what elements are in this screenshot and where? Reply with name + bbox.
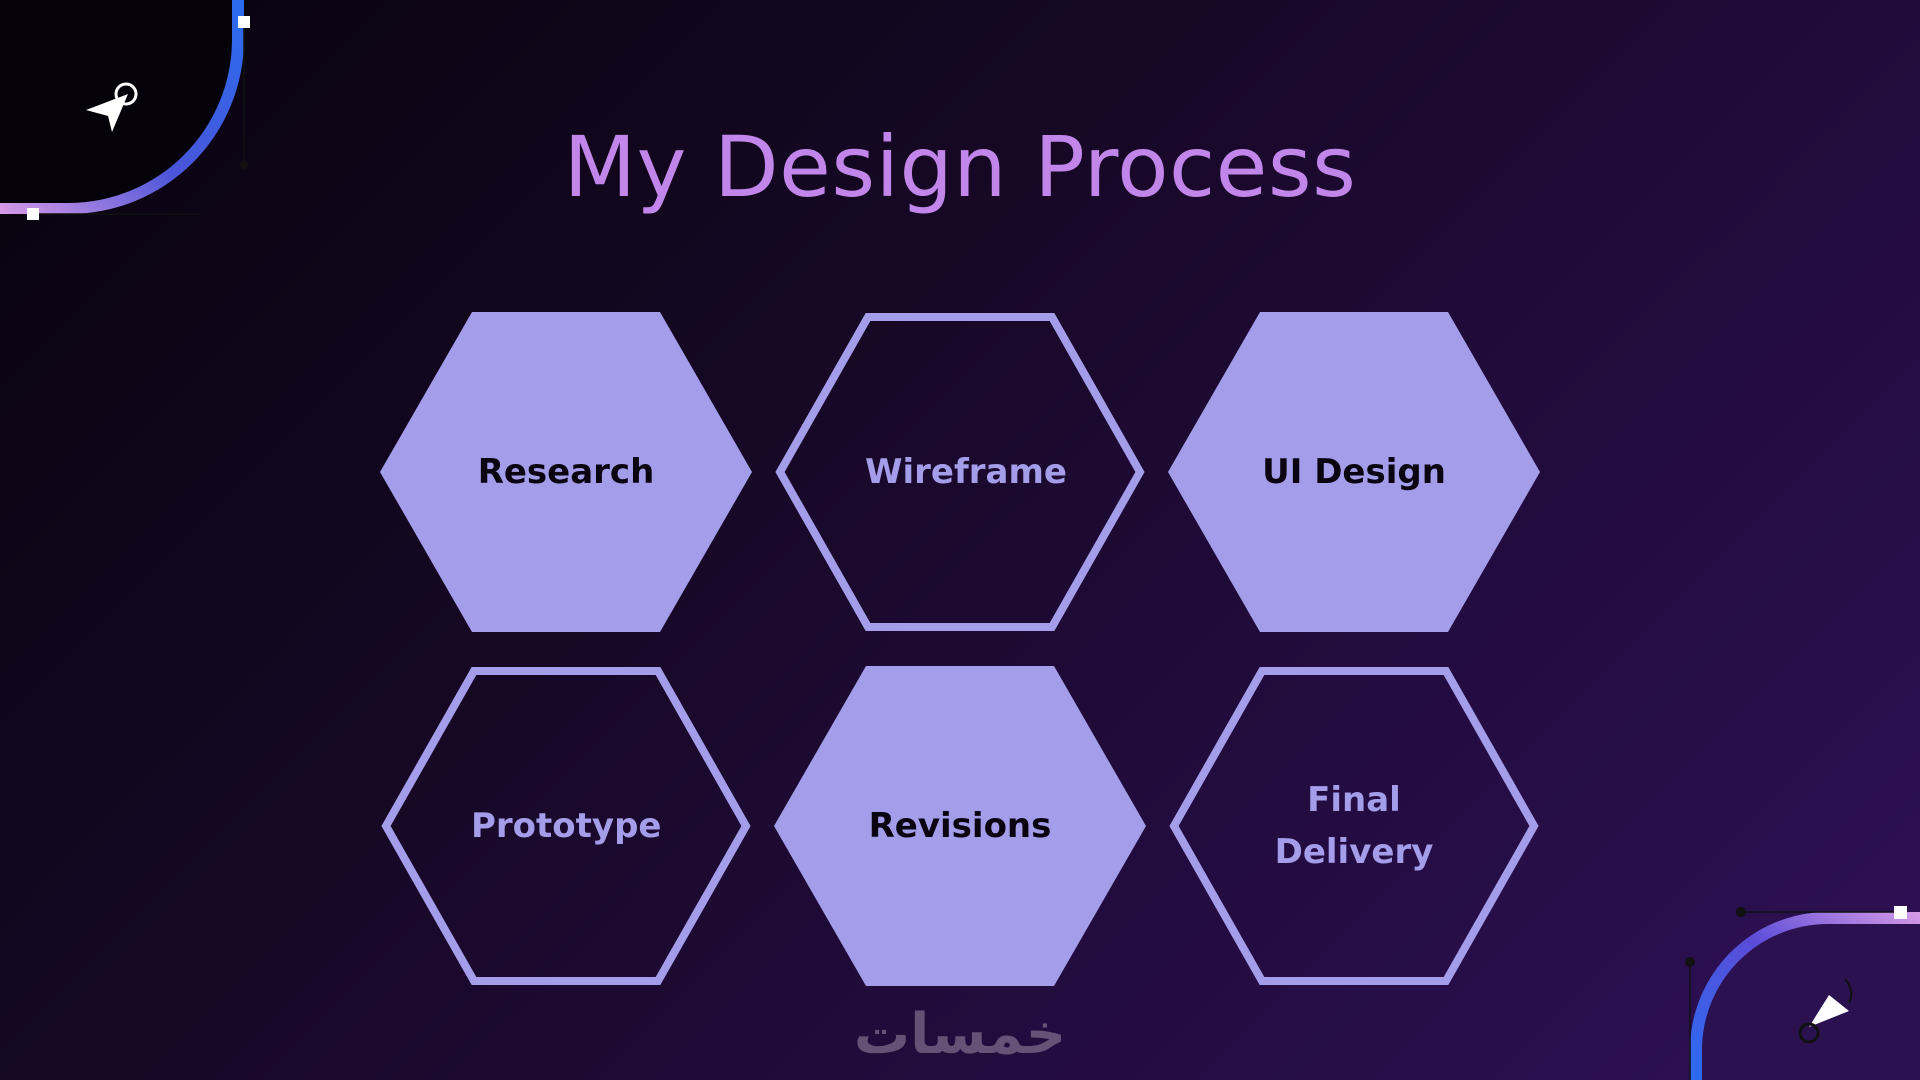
step-label: UI Design [1262,452,1446,492]
step-label: Research [477,452,655,492]
slide-title: My Design Process [563,118,1357,216]
process-step-ui-design: UI Design [1166,310,1542,634]
corner-decoration-bottom-right [1680,900,1920,1080]
cursor-pointer-icon [1795,975,1865,1043]
step-label: Wireframe [865,452,1067,492]
process-step-research: Research [378,310,754,634]
process-step-prototype: Prototype [378,664,754,988]
process-step-wireframe: Wireframe [772,310,1148,634]
step-label: Prototype [471,806,662,846]
watermark-logo: خمسات [853,1001,1067,1067]
step-label: Final Delivery [1274,780,1434,872]
cursor-pointer-icon [82,80,142,134]
step-label: Revisions [868,806,1052,846]
corner-decoration-top-left [0,0,260,230]
process-step-revisions: Revisions [772,664,1148,988]
process-step-final-delivery: Final Delivery [1166,664,1542,988]
